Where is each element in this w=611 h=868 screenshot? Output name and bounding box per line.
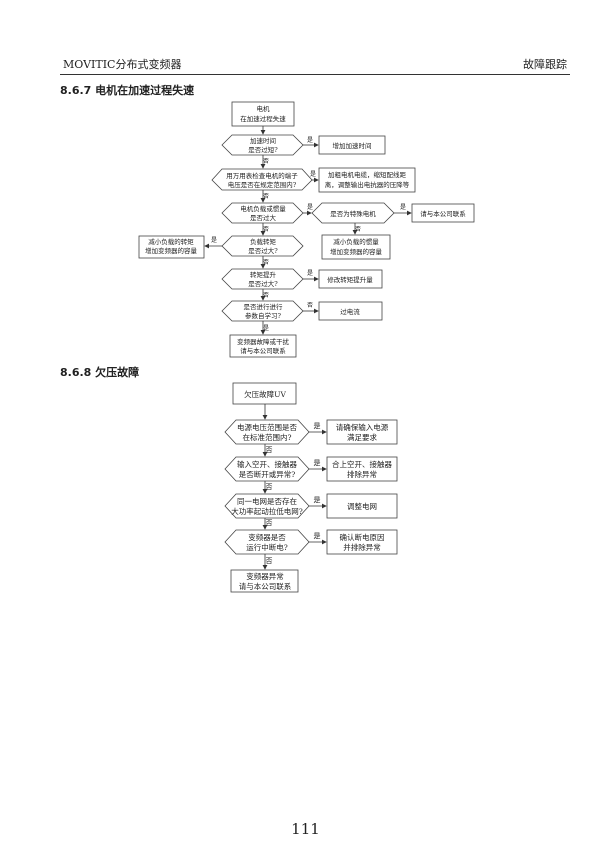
q3-line1: 电机负载或惯量 xyxy=(240,204,286,213)
yes-label: 是 xyxy=(307,270,313,277)
uv-start-text: 欠压故障UV xyxy=(244,389,286,399)
uv-a1-line1: 请确保输入电源 xyxy=(336,422,389,432)
no-label: 否 xyxy=(266,446,273,454)
q1-line2: 是否过短? xyxy=(248,145,278,154)
a2-line1: 加粗电机电缆，缩短配线距 xyxy=(328,170,407,179)
a5-text: 修改转矩提升量 xyxy=(327,275,373,284)
uv-end-line1: 变频器异常 xyxy=(246,571,284,581)
node-start-stall xyxy=(231,101,295,127)
q5-line1: 转矩提升 xyxy=(250,270,277,279)
uv-q3-line1: 同一电网是否存在 xyxy=(237,496,297,506)
no-label: 否 xyxy=(266,483,273,491)
uv-a4-line1: 确认断电原因 xyxy=(340,532,385,542)
uv-q4-line2: 运行中断电? xyxy=(246,542,288,552)
uv-a4-line2: 并排除异常 xyxy=(343,542,381,552)
q5-line2: 是否过大? xyxy=(248,279,278,288)
uv-q2-line2: 是否断开或异常? xyxy=(239,469,296,479)
q3b-text: 是否为特殊电机 xyxy=(330,209,376,218)
node-end-uv xyxy=(230,569,299,593)
q2-line2: 电压是否在规定范围内? xyxy=(228,180,297,189)
box-modify-boost xyxy=(318,269,383,289)
no-label: 否 xyxy=(263,158,269,165)
q4-line1: 负载转矩 xyxy=(250,237,277,246)
no-label: 否 xyxy=(266,519,273,527)
diamond-load-torque xyxy=(221,235,304,257)
box-cable-fix xyxy=(318,167,416,193)
no-label: 否 xyxy=(307,302,313,309)
box-confirm-cause xyxy=(326,529,398,555)
q4-line2: 是否过大? xyxy=(248,246,278,255)
start-line1: 电机 xyxy=(257,104,271,113)
page-number: 111 xyxy=(291,820,320,838)
no-label: 否 xyxy=(263,259,269,266)
yes-label: 是 xyxy=(400,204,406,211)
uv-a2-line2: 排除异常 xyxy=(347,469,377,479)
uv-q1-line1: 电源电压范围是否 xyxy=(237,422,297,432)
end-line2: 请与本公司联系 xyxy=(240,346,286,355)
no-label: 否 xyxy=(263,292,269,299)
box-reduce-inertia xyxy=(321,234,391,260)
uv-q3-line2: 大功率起动拉低电网? xyxy=(231,506,303,516)
q2-line1: 用万用表检查电机的端子 xyxy=(226,171,298,180)
q6-line2: 参数自学习? xyxy=(245,311,282,320)
end-line1: 变频器故障或干扰 xyxy=(237,337,290,346)
a3-line1: 减小负载的惯量 xyxy=(333,237,379,246)
no-label: 否 xyxy=(355,226,361,233)
uv-q1-line2: 在标准范围内? xyxy=(242,432,291,442)
yes-label: 是 xyxy=(310,171,316,178)
uv-a2-line1: 合上空开、接触器 xyxy=(332,459,392,469)
box-adjust-grid xyxy=(326,493,398,519)
q1-line1: 加速时间 xyxy=(250,136,276,145)
no-label: 否 xyxy=(263,193,269,200)
section-title-stall: 8.6.7 电机在加速过程失速 xyxy=(60,84,195,97)
a3-line2: 增加变频器的容量 xyxy=(330,247,383,256)
a4-line2: 增加变频器的容量 xyxy=(145,246,198,255)
q6-line1: 是否进行进行 xyxy=(244,302,284,311)
uv-q4-line1: 变频器是否 xyxy=(248,532,286,542)
start-line2: 在加速过程失速 xyxy=(240,114,286,123)
box-overcurrent xyxy=(318,301,383,321)
a2-line2: 离，调整输出电抗器的压降等 xyxy=(325,180,410,189)
box-ensure-input xyxy=(326,419,398,445)
a3b-text: 请与本公司联系 xyxy=(420,209,466,218)
box-increase-accel xyxy=(318,135,386,155)
uv-a3-text: 调整电网 xyxy=(347,501,377,511)
yes-label: 是 xyxy=(314,496,321,504)
box-reduce-torque xyxy=(138,235,205,259)
uv-end-line2: 请与本公司联系 xyxy=(239,581,292,591)
box-close-breaker xyxy=(326,456,398,482)
uv-a1-line2: 满足要求 xyxy=(347,432,377,442)
yes-label: 是 xyxy=(314,422,321,430)
a6-text: 过电流 xyxy=(340,307,360,316)
yes-label: 是 xyxy=(307,137,313,144)
yes-label: 是 xyxy=(263,325,269,332)
yes-label: 是 xyxy=(314,532,321,540)
a1-text: 增加加速时间 xyxy=(333,141,372,150)
node-start-uv xyxy=(232,382,297,405)
box-contact-company xyxy=(411,203,475,223)
no-label: 否 xyxy=(266,557,273,565)
yes-label: 是 xyxy=(314,459,321,467)
yes-label: 是 xyxy=(307,204,313,211)
q3-line2: 是否过大 xyxy=(250,213,277,222)
header-chapter: 故障跟踪 xyxy=(523,58,567,71)
header-title: MOVITIC分布式变频器 xyxy=(63,58,182,71)
no-label: 否 xyxy=(263,226,269,233)
header-rule xyxy=(60,74,570,75)
a4-line1: 减小负载的转矩 xyxy=(148,237,194,246)
node-end-stall xyxy=(229,334,297,358)
yes-label: 是 xyxy=(211,237,217,244)
section-title-undervoltage: 8.6.8 欠压故障 xyxy=(60,366,140,379)
uv-q2-line1: 输入空开、接触器 xyxy=(237,459,297,469)
